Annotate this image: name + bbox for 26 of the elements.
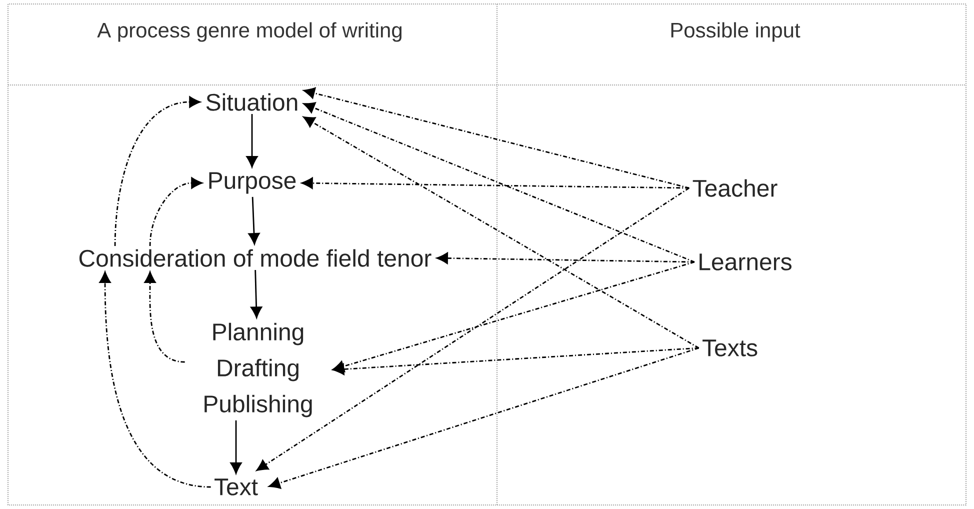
node-label: Texts [702, 340, 758, 356]
arrow [230, 420, 242, 474]
arrow [114, 96, 201, 246]
arrow [303, 102, 695, 263]
arrow [303, 87, 690, 189]
arrow [301, 177, 690, 189]
arrow [303, 116, 700, 349]
column-header: A process genre model of writing [97, 22, 402, 42]
node-label: Planning Drafting Publishing [204, 322, 312, 418]
arrow [256, 187, 690, 471]
arrow [268, 347, 700, 489]
node-label: Teacher [692, 179, 778, 197]
arrow [149, 177, 203, 246]
arrow [246, 114, 258, 168]
arrow [332, 347, 699, 376]
arrow [99, 272, 211, 488]
node-label: Purpose [209, 172, 296, 194]
node-label: Situation [206, 93, 298, 111]
arrow [250, 270, 262, 318]
arrow [248, 196, 260, 244]
arrow [436, 252, 694, 264]
node-label: Learners [700, 254, 792, 270]
node-label: Text [214, 478, 258, 496]
node-label: Consideration of mode field tenor [79, 249, 432, 267]
arrow [144, 272, 185, 363]
column-header: Possible input [671, 22, 800, 42]
